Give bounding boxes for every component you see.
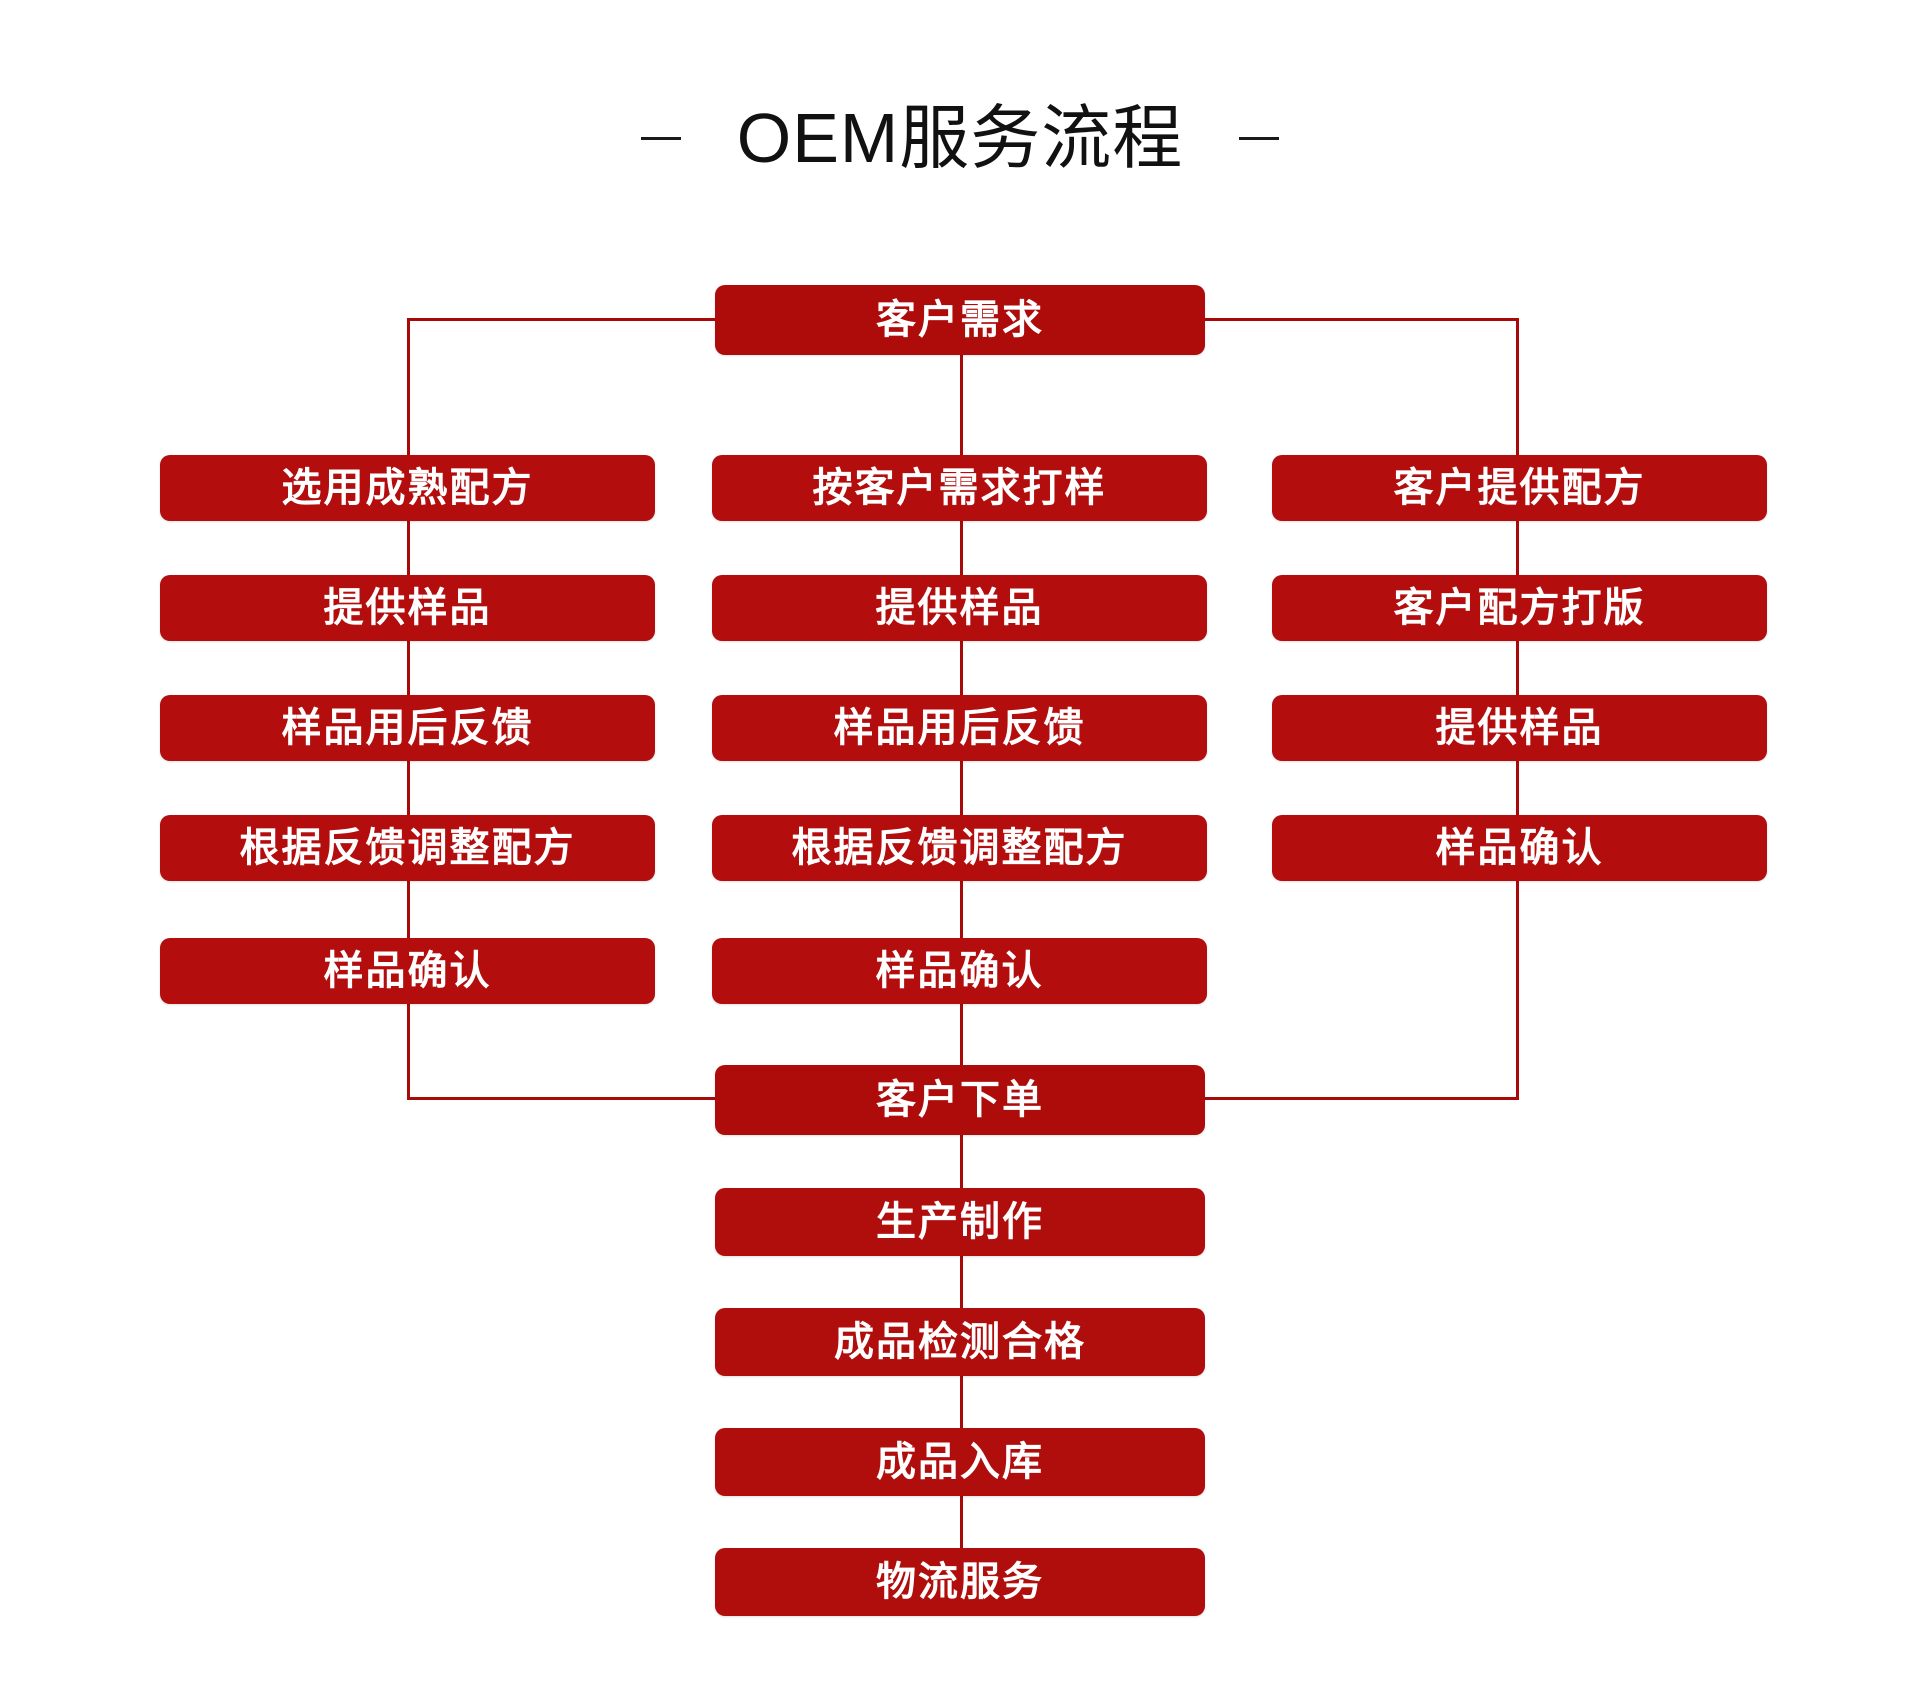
node-tail-step3[interactable]: 成品入库 xyxy=(715,1428,1205,1496)
node-branch2-step5[interactable]: 样品确认 xyxy=(712,938,1207,1004)
connector-bottom-bracket-left xyxy=(407,1097,717,1100)
node-merge-customer-order[interactable]: 客户下单 xyxy=(715,1065,1205,1135)
title-row: OEM服务流程 xyxy=(0,92,1920,184)
node-start-customer-requirement[interactable]: 客户需求 xyxy=(715,285,1205,355)
node-branch1-step1[interactable]: 选用成熟配方 xyxy=(160,455,655,521)
title-dash-left-icon xyxy=(640,136,681,140)
node-tail-step1[interactable]: 生产制作 xyxy=(715,1188,1205,1256)
node-branch3-step1[interactable]: 客户提供配方 xyxy=(1272,455,1767,521)
node-branch1-step4[interactable]: 根据反馈调整配方 xyxy=(160,815,655,881)
node-branch2-step4[interactable]: 根据反馈调整配方 xyxy=(712,815,1207,881)
connector-bottom-bracket-right xyxy=(1200,1097,1519,1100)
title-dash-right-icon xyxy=(1239,136,1280,140)
node-branch2-step2[interactable]: 提供样品 xyxy=(712,575,1207,641)
node-branch1-step2[interactable]: 提供样品 xyxy=(160,575,655,641)
node-branch2-step1[interactable]: 按客户需求打样 xyxy=(712,455,1207,521)
node-branch3-step2[interactable]: 客户配方打版 xyxy=(1272,575,1767,641)
node-branch3-step4[interactable]: 样品确认 xyxy=(1272,815,1767,881)
node-tail-step4[interactable]: 物流服务 xyxy=(715,1548,1205,1616)
node-branch1-step3[interactable]: 样品用后反馈 xyxy=(160,695,655,761)
node-branch3-step3[interactable]: 提供样品 xyxy=(1272,695,1767,761)
node-tail-step2[interactable]: 成品检测合格 xyxy=(715,1308,1205,1376)
node-branch2-step3[interactable]: 样品用后反馈 xyxy=(712,695,1207,761)
node-branch1-step5[interactable]: 样品确认 xyxy=(160,938,655,1004)
page-title: OEM服务流程 xyxy=(736,99,1184,177)
